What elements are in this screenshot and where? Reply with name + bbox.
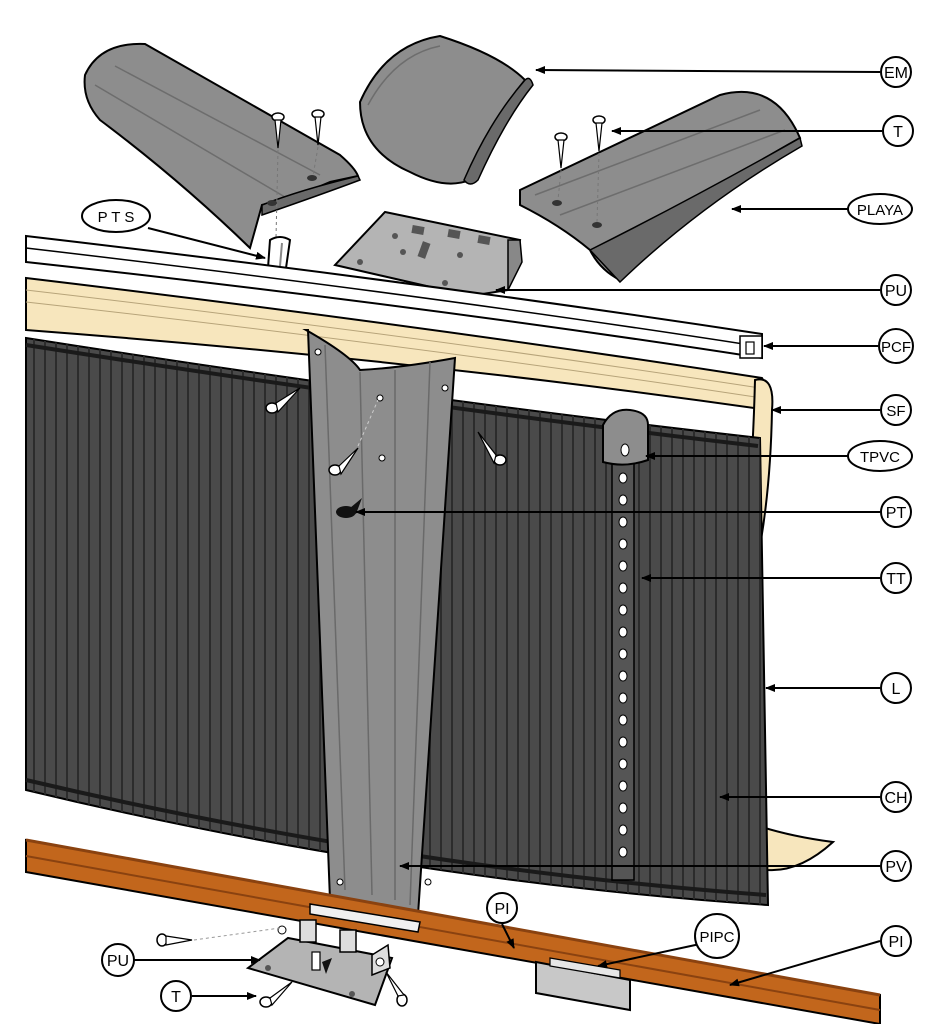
strip-hole xyxy=(618,714,628,726)
strip-hole xyxy=(618,736,628,748)
callout-pu-bottom: PU xyxy=(101,943,135,977)
strip-hole xyxy=(618,538,628,550)
callout-label: PIPC xyxy=(699,929,734,946)
top-rail-pcf xyxy=(25,234,763,360)
callout-label: TPVC xyxy=(860,449,900,466)
screw-icon xyxy=(328,399,379,476)
callout-t-bottom: T xyxy=(160,980,192,1012)
strip-hole xyxy=(618,516,628,528)
callout-sf: SF xyxy=(880,394,912,426)
rail-connector-pipc xyxy=(535,957,631,1012)
strip-hole xyxy=(618,846,628,858)
strip-hole xyxy=(618,560,628,572)
callout-ch: CH xyxy=(880,781,912,813)
callout-label: CH xyxy=(884,790,907,807)
strip-hole xyxy=(618,780,628,792)
callout-label: PV xyxy=(885,859,907,876)
callout-pcf: PCF xyxy=(878,328,914,364)
vertical-post-pv xyxy=(302,329,457,917)
strip-hole xyxy=(618,604,628,616)
strip-hole xyxy=(618,626,628,638)
screw-icon xyxy=(311,109,325,177)
seat-cover-right xyxy=(519,90,803,284)
callout-t-top: T xyxy=(882,115,914,147)
callout-label: PLAYA xyxy=(857,202,903,219)
strip-hole xyxy=(618,802,628,814)
callout-label: P T S xyxy=(98,209,135,226)
callout-label: SF xyxy=(886,403,905,420)
callout-label: L xyxy=(892,681,901,698)
callout-pt: PT xyxy=(880,496,912,528)
callout-label: PT xyxy=(886,505,907,522)
callout-pi-left: PI xyxy=(486,892,518,924)
callout-leaders xyxy=(134,66,882,1000)
screw-icon xyxy=(385,971,408,1007)
screw-icon xyxy=(156,927,281,947)
callout-l: L xyxy=(880,672,912,704)
callout-tt: TT xyxy=(880,562,912,594)
callout-label: EM xyxy=(884,65,908,82)
callout-label: PI xyxy=(888,934,903,951)
callout-label: TT xyxy=(886,571,906,588)
strip-hole xyxy=(618,472,628,484)
callout-em: EM xyxy=(880,56,912,88)
callout-label: PU xyxy=(107,953,129,970)
callout-label: T xyxy=(171,989,181,1006)
strip-hole xyxy=(618,582,628,594)
strip-hole xyxy=(618,758,628,770)
strip-holes xyxy=(618,472,628,858)
callout-pu-top: PU xyxy=(880,274,912,306)
seat-cover-left xyxy=(83,42,362,250)
screw-icon xyxy=(477,431,507,466)
screw-icon xyxy=(592,115,606,223)
callout-pv: PV xyxy=(880,850,912,882)
screw-icon xyxy=(259,981,293,1008)
upper-plate-pu xyxy=(333,210,523,298)
callout-label: PU xyxy=(885,283,907,300)
callout-pi-right: PI xyxy=(880,925,912,957)
post-pin-pt xyxy=(336,498,362,518)
callout-label: PI xyxy=(494,901,509,918)
screw-icon xyxy=(554,132,568,201)
strip-hole xyxy=(618,494,628,506)
lower-plate-pu xyxy=(245,919,394,1007)
strip-hole xyxy=(618,648,628,660)
end-cap-em xyxy=(358,34,534,185)
strip-hole xyxy=(618,692,628,704)
callout-label: PCF xyxy=(881,339,911,356)
strip-hole xyxy=(618,824,628,836)
screw-icon xyxy=(265,387,301,414)
strip-hole xyxy=(618,670,628,682)
callout-pts: P T S xyxy=(81,199,151,233)
callout-playa: PLAYA xyxy=(847,193,913,225)
callout-tpvc: TPVC xyxy=(847,440,913,472)
screw-icon xyxy=(271,112,285,239)
callout-pipc: PIPC xyxy=(694,913,740,959)
tension-strip-tt xyxy=(602,408,649,881)
callout-label: T xyxy=(893,124,903,141)
